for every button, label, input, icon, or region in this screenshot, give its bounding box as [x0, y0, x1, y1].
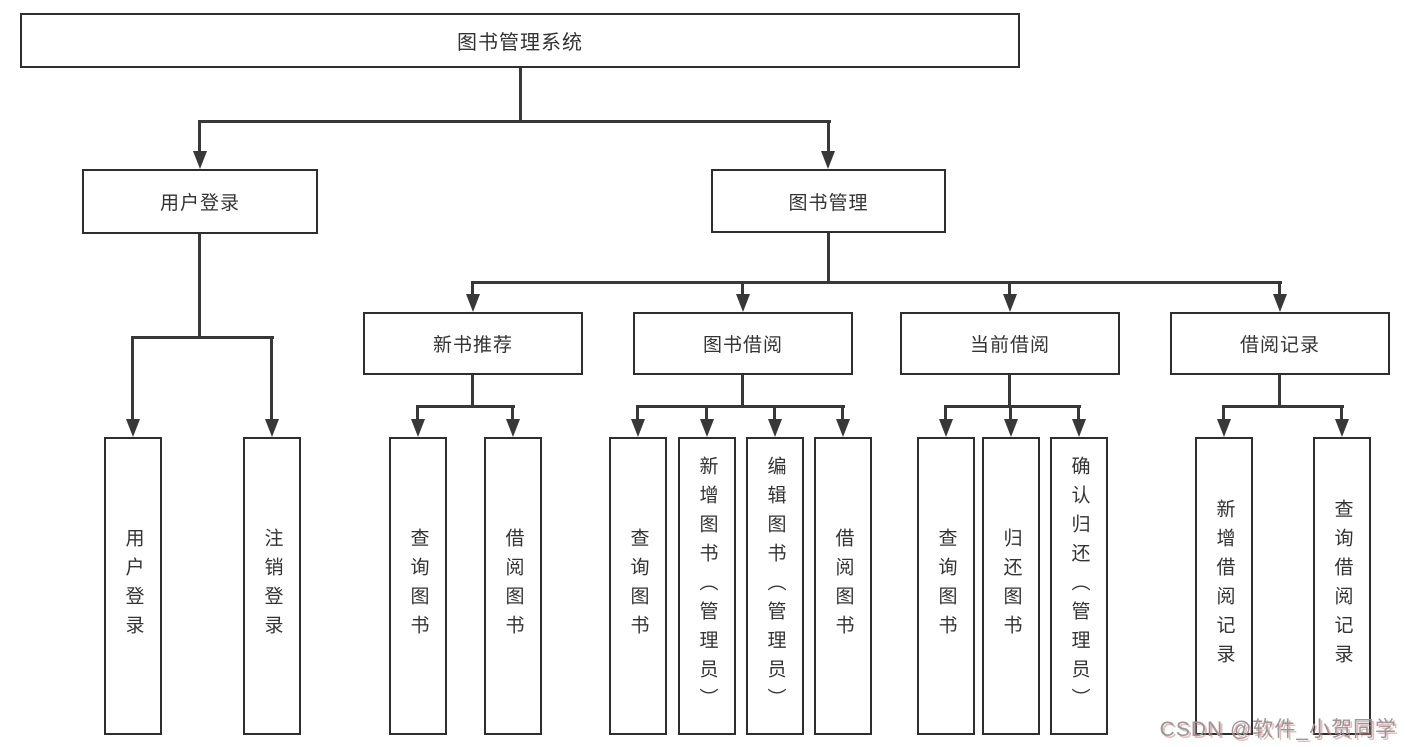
node-newbooks-borrow-book-label: 借阅图书 [502, 528, 524, 644]
node-current-query-book-label: 查询图书 [935, 528, 957, 644]
node-confirm-return-admin: 确认归还（管理员） [1050, 437, 1108, 735]
arrowhead-icon [700, 419, 714, 437]
arrowhead-icon [1072, 419, 1086, 437]
connector-line [198, 120, 201, 153]
node-new-book-recommend: 新书推荐 [363, 312, 583, 375]
connector-line [1222, 405, 1344, 408]
connector-line [416, 405, 419, 421]
node-borrowing-records: 借阅记录 [1170, 312, 1390, 375]
connector-line [827, 120, 830, 153]
connector-line [471, 281, 474, 297]
node-user-login: 用户登录 [82, 169, 318, 234]
connector-line [1008, 281, 1011, 297]
connector-line [1278, 281, 1281, 297]
node-query-borrow-record-label: 查询借阅记录 [1331, 499, 1353, 673]
arrowhead-icon [1003, 294, 1017, 312]
connector-line [636, 405, 845, 408]
arrowhead-icon [768, 419, 782, 437]
connector-line [1222, 405, 1225, 421]
connector-line [416, 405, 515, 408]
node-borrowing-borrow-book: 借阅图书 [814, 437, 872, 735]
arrowhead-icon [836, 419, 850, 437]
node-add-borrow-record-label: 新增借阅记录 [1213, 499, 1235, 673]
node-borrowing-records-label: 借阅记录 [1239, 335, 1320, 356]
node-query-borrow-record: 查询借阅记录 [1313, 437, 1371, 735]
node-login-leaf-label: 用户登录 [122, 528, 144, 644]
arrowhead-icon [821, 151, 835, 169]
connector-line [944, 405, 947, 421]
connector-line [705, 405, 708, 421]
node-book-management-label: 图书管理 [788, 192, 869, 214]
connector-line [471, 281, 1282, 284]
connector-line [1340, 405, 1343, 421]
connector-line [1077, 405, 1080, 421]
node-book-borrowing: 图书借阅 [633, 312, 853, 375]
node-borrowing-borrow-book-label: 借阅图书 [832, 528, 854, 644]
arrowhead-icon [736, 294, 750, 312]
connector-line [270, 336, 273, 421]
arrowhead-icon [411, 419, 425, 437]
arrowhead-icon [1217, 419, 1231, 437]
node-user-login-label: 用户登录 [159, 193, 240, 214]
node-borrowing-query-book: 查询图书 [609, 437, 667, 735]
node-book-borrowing-label: 图书借阅 [702, 335, 783, 356]
connector-line [827, 233, 830, 281]
node-edit-book-admin: 编辑图书（管理员） [746, 437, 804, 735]
connector-line [198, 120, 831, 123]
csdn-watermark: CSDN @软件_小贺同学 [1159, 718, 1397, 741]
node-borrowing-query-book-label: 查询图书 [627, 528, 649, 644]
arrowhead-icon [939, 419, 953, 437]
arrowhead-icon [506, 419, 520, 437]
connector-line [841, 405, 844, 421]
node-newbooks-borrow-book: 借阅图书 [484, 437, 542, 735]
connector-line [741, 375, 744, 405]
arrowhead-icon [126, 419, 140, 437]
connector-line [511, 405, 514, 421]
connector-line [1278, 375, 1281, 405]
node-add-borrow-record: 新增借阅记录 [1195, 437, 1253, 735]
node-root-label: 图书管理系统 [457, 32, 583, 54]
arrowhead-icon [1335, 419, 1349, 437]
node-return-book-label: 归还图书 [1000, 528, 1022, 644]
arrowhead-icon [631, 419, 645, 437]
node-add-book-admin-label: 新增图书（管理员） [696, 455, 718, 717]
node-new-book-recommend-label: 新书推荐 [432, 335, 513, 356]
arrowhead-icon [466, 294, 480, 312]
node-current-borrowing: 当前借阅 [900, 312, 1120, 375]
connector-line [131, 336, 134, 421]
node-logout-leaf-label: 注销登录 [261, 528, 283, 644]
node-edit-book-admin-label: 编辑图书（管理员） [764, 455, 786, 717]
node-newbooks-query-book: 查询图书 [389, 437, 447, 735]
node-add-book-admin: 新增图书（管理员） [678, 437, 736, 735]
connector-line [741, 281, 744, 297]
arrowhead-icon [193, 151, 207, 169]
node-current-borrowing-label: 当前借阅 [969, 335, 1050, 356]
connector-line [519, 68, 522, 120]
connector-line [1009, 405, 1012, 421]
node-newbooks-query-book-label: 查询图书 [407, 528, 429, 644]
node-confirm-return-admin-label: 确认归还（管理员） [1068, 455, 1090, 717]
arrowhead-icon [265, 419, 279, 437]
node-return-book: 归还图书 [982, 437, 1040, 735]
node-current-query-book: 查询图书 [917, 437, 975, 735]
connector-line [471, 375, 474, 405]
node-logout-leaf: 注销登录 [243, 437, 301, 735]
arrowhead-icon [1004, 419, 1018, 437]
node-root: 图书管理系统 [20, 13, 1020, 68]
connector-line [636, 405, 639, 421]
connector-line [131, 336, 274, 339]
connector-line [773, 405, 776, 421]
arrowhead-icon [1273, 294, 1287, 312]
node-login-leaf: 用户登录 [104, 437, 162, 735]
connector-line [198, 234, 201, 336]
connector-line [1008, 375, 1011, 405]
connector-line [944, 405, 1081, 408]
node-book-management: 图书管理 [711, 169, 946, 233]
